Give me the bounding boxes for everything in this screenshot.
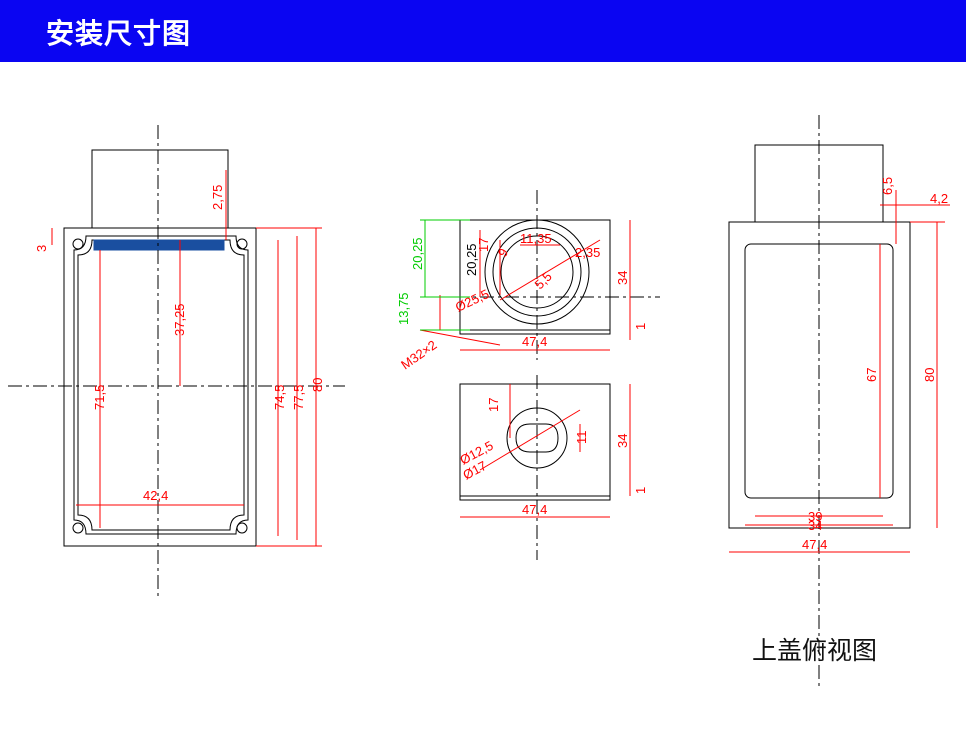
front-dim-inner-h: 71,5 [92,385,107,410]
front-outer-body [63,227,257,547]
bottom-dim-h: 34 [615,434,630,448]
front-dim-edge: 3 [34,245,49,252]
front-dim-depth: 37,25 [172,303,187,336]
top-dim-w2: 34 [808,518,822,533]
side-dim-e: 11,35 [520,231,552,246]
side-dim-f: 2,35 [575,245,600,260]
top-view [728,115,911,690]
front-screw-hole-tl [72,238,84,250]
front-dim-h1: 74,5 [272,385,287,410]
side-dim-w: 47,4 [522,334,547,349]
top-dim-a: 6,5 [880,177,895,195]
side-dim-a-green: 20,25 [410,237,425,270]
side-dim-h: 34 [615,271,630,285]
top-dim-b: 4,2 [930,191,948,206]
bottom-hole-inner [515,423,559,453]
front-neck [91,149,229,229]
side-dim-dia: Ø25,5 [453,286,491,315]
side-base-strip [459,329,611,335]
front-screw-hole-br [236,522,248,534]
front-dim-inner-w: 42,4 [143,488,168,503]
side-dim-g: 5,5 [532,269,555,292]
bottom-dim-w: 47,4 [522,502,547,517]
bottom-dim-c: 17 [486,398,501,412]
front-screw-hole-tr [236,238,248,250]
front-seal-strip [93,239,225,251]
top-dim-w: 47,4 [802,537,827,552]
top-view-caption: 上盖俯视图 [752,636,878,665]
side-dim-thread: M32×2 [398,337,439,372]
top-dim-h: 80 [922,368,937,382]
front-screw-hole-bl [72,522,84,534]
side-dim-t: 1 [633,323,648,330]
bottom-dim-d: 11 [574,431,589,445]
dimension-lines [51,170,950,553]
bottom-view [459,375,611,560]
header-bar: 安装尺寸图 [0,0,966,62]
front-view [8,125,345,600]
bottom-dim-t: 1 [633,487,648,494]
side-dim-b: 13,75 [396,292,411,325]
top-dim-inner-h: 67 [864,368,879,382]
bottom-base-strip [459,495,611,501]
page-title: 安装尺寸图 [46,17,192,50]
dimension-lines-alt [420,219,470,331]
front-dim-h2: 77,5 [291,385,306,410]
side-dim-c: 17 [476,238,491,252]
front-dim-top-gap: 2,75 [210,185,225,210]
side-dim-d: 9 [495,246,512,260]
side-dim-a: 20,25 [464,243,479,276]
front-inner-outline-2 [77,239,245,531]
top-dim-w1: 39 [808,509,822,524]
front-dim-h3: 80 [310,378,325,392]
